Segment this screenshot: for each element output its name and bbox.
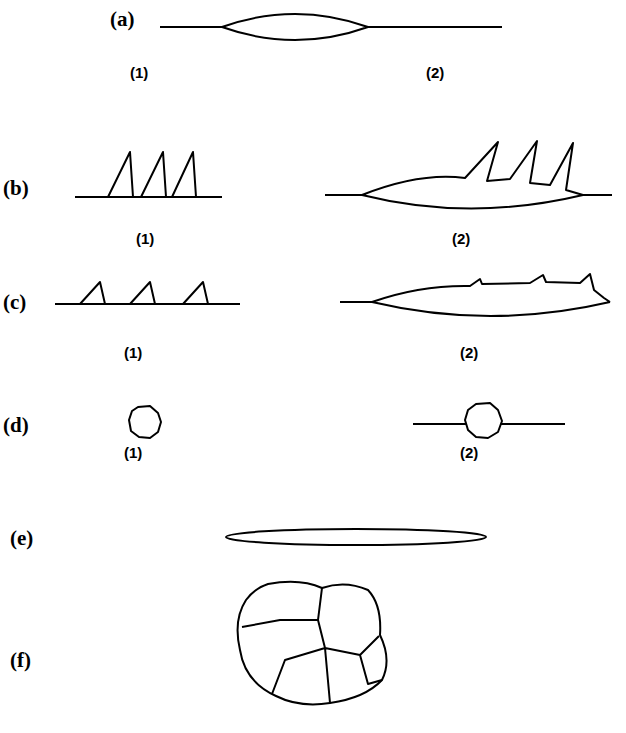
- sub-panel-number: (1): [130, 65, 148, 80]
- sub-panel-number: (1): [124, 345, 142, 360]
- lens-shape: [160, 14, 502, 40]
- sub-panel-number: (2): [452, 231, 470, 246]
- blob-shape: [129, 406, 161, 438]
- panel-letter: (e): [10, 528, 33, 549]
- blob-shape: [465, 403, 502, 438]
- sub-panel-number: (1): [136, 231, 154, 246]
- panel-letter: (f): [10, 650, 31, 671]
- base-line: [55, 303, 240, 305]
- spike-group: [108, 152, 196, 197]
- lens-with-ridges: [340, 274, 610, 316]
- panel-letter: (c): [3, 292, 26, 313]
- sub-panel-number: (2): [460, 445, 478, 460]
- sub-panel-number: (1): [124, 445, 142, 460]
- lens-with-spikes: [325, 141, 612, 209]
- sub-panel-number: (2): [426, 65, 444, 80]
- ridge-group: [80, 282, 208, 304]
- panel-letter: (d): [3, 415, 29, 436]
- cracked-grain: [238, 582, 387, 705]
- base-line: [75, 196, 222, 198]
- tail-line: [413, 423, 565, 425]
- panel-letter: (a): [110, 9, 135, 30]
- crack-lines: [242, 588, 382, 703]
- panel-letter: (b): [3, 178, 29, 199]
- flat-ellipse: [226, 529, 486, 545]
- sub-panel-number: (2): [460, 345, 478, 360]
